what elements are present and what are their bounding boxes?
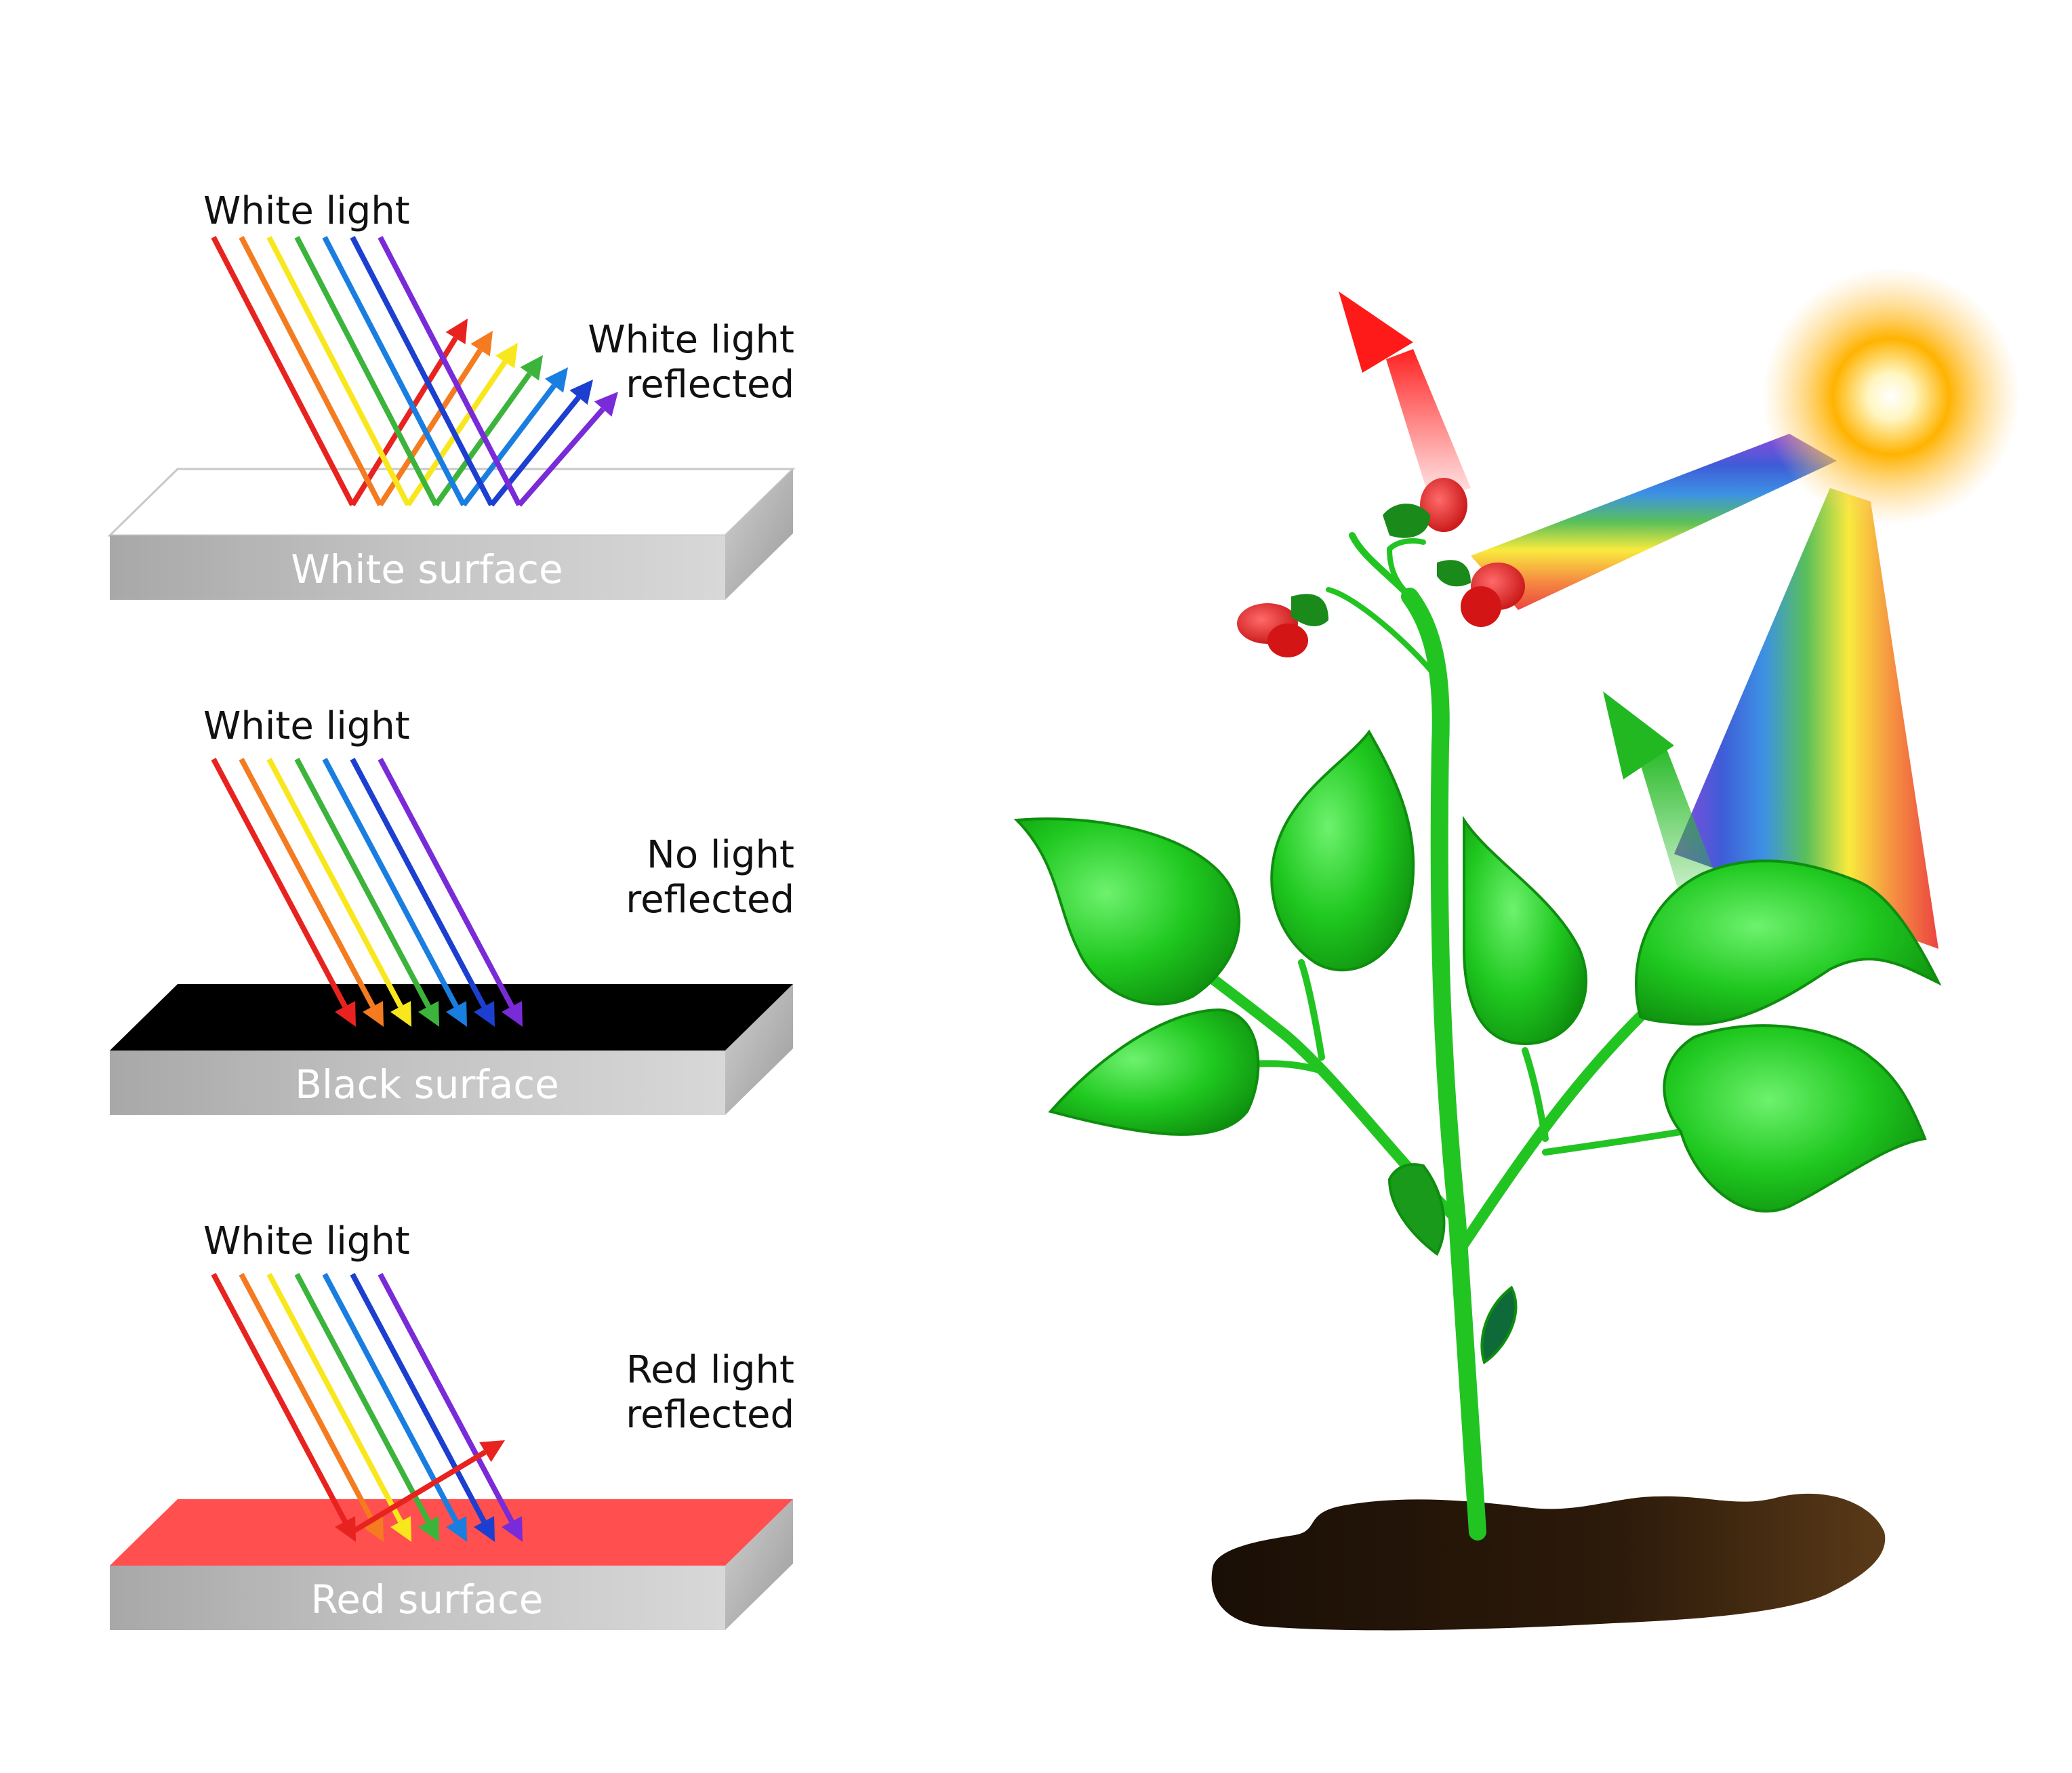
incident-ray-shaft [211,758,348,1008]
incident-ray-head [474,1515,495,1542]
reflected-ray-head [594,392,618,417]
slab-front [110,1566,725,1630]
reflected-ray-head [569,380,593,405]
slab-front [110,535,725,600]
incident-ray-head [390,1000,411,1027]
reflected-ray-head [520,355,543,381]
incident-ray-shaft [239,1273,375,1523]
sun-icon [1762,268,2020,525]
reflected-light-label-line1: White light [588,318,794,362]
slab-side [725,984,793,1115]
reflected-ray-head [544,367,568,393]
reflected-ray-shaft [350,336,458,507]
leaf-icon [1013,729,1942,1365]
incident-light-label: White light [203,1219,410,1263]
reflected-light-label-line2: reflected [626,363,794,407]
incident-ray-shaft [378,1273,514,1523]
surface-label: Red surface [311,1576,544,1623]
incident-ray [239,236,383,506]
incident-ray-shaft [266,1273,403,1523]
incident-ray-head [502,1000,523,1027]
incident-ray-shaft [294,1273,431,1523]
incident-ray-head [474,1000,495,1027]
incident-ray-shaft [322,758,459,1008]
red-surface-top [110,1499,793,1566]
incident-ray [350,236,494,506]
reflected-ray-head [445,319,468,344]
slab-front [110,1051,725,1115]
reflected-light-label-line2: reflected [626,1393,794,1437]
incident-ray-head [335,1515,356,1542]
incident-ray-head [446,1515,467,1542]
incident-ray [266,236,411,506]
incident-ray-head [418,1515,439,1542]
incident-light-label: White light [203,704,410,748]
reflected-ray-head [470,331,493,356]
incident-light-label: White light [203,189,410,233]
plant-icon [1194,532,1684,1541]
light-beam-to-flower [1471,434,1837,610]
reflected-ray-shaft [489,395,581,507]
reflected-light-label-line1: Red light [626,1348,794,1392]
reflected-red-ray-head [479,1440,505,1463]
reflected-red-ray-shaft [350,1450,487,1534]
incident-ray-head [446,1000,467,1027]
reflected-light-label-line1: No light [647,833,794,877]
surface-label: Black surface [295,1061,559,1107]
black-surface-top [110,984,793,1051]
incident-ray [378,236,522,506]
incident-ray-shaft [294,758,431,1008]
incident-ray-head [418,1000,439,1027]
incident-ray-head [335,1000,356,1027]
incident-ray-shaft [378,758,514,1008]
soil-icon [1211,1493,1886,1631]
slab-side [725,469,793,600]
incident-ray-head [502,1515,523,1542]
incident-ray-head [363,1000,384,1027]
plant-scene [1013,268,2020,1631]
reflected-red-arrow [1339,291,1471,502]
incident-ray-shaft [266,758,403,1008]
light-beam-to-leaf [1674,488,1938,949]
reflected-ray-head [495,343,518,369]
flower-icon [1237,478,1525,657]
incident-ray-shaft [211,1273,348,1523]
incident-ray [294,236,439,506]
reflected-ray-shaft [516,407,605,507]
incident-ray [211,236,355,506]
slab-side [725,1499,793,1630]
incident-ray-head [363,1515,384,1542]
surface-label: White surface [291,546,563,592]
incident-ray-head [390,1515,411,1542]
incident-ray-shaft [350,758,487,1008]
incident-ray-shaft [350,1273,487,1523]
incident-ray-shaft [239,758,375,1008]
reflected-light-label-line2: reflected [626,878,794,922]
incident-ray [322,236,466,506]
